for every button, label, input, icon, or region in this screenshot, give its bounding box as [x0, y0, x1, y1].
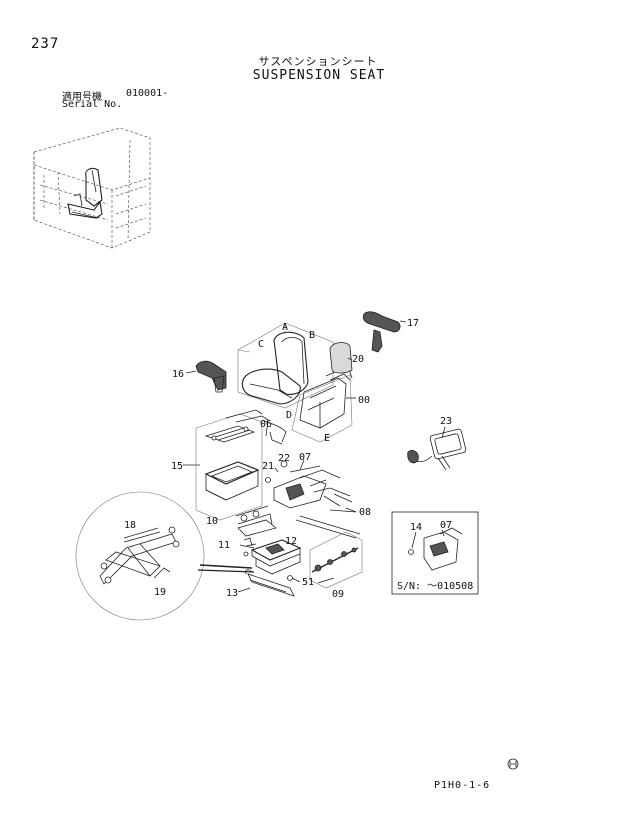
callout-21: 21 [262, 461, 274, 472]
callout-13: 13 [226, 588, 238, 599]
callout-d: D [286, 410, 292, 421]
page-number: 237 [31, 36, 60, 52]
callout-06: 06 [260, 419, 272, 430]
callout-07-inset: 07 [440, 520, 452, 531]
callout-16: 16 [172, 369, 184, 380]
circled-h-mark-icon [507, 758, 519, 770]
suspension-cover [204, 461, 260, 501]
small-parts [235, 460, 361, 557]
callout-09: 09 [332, 589, 344, 600]
callout-17: 17 [407, 318, 419, 329]
callout-00: 00 [358, 395, 370, 406]
callout-08: 08 [359, 507, 371, 518]
callout-23: 23 [440, 416, 452, 427]
leader-lines [183, 320, 446, 593]
control-lever [407, 428, 467, 471]
serial-label-japanese: 適用号機 [62, 92, 102, 103]
callout-14: 14 [410, 522, 422, 533]
seat-frame [299, 365, 353, 429]
callout-b: B [309, 330, 315, 341]
armrest-left [195, 360, 227, 393]
callout-12: 12 [285, 536, 297, 547]
callout-labels: 17 20 00 16 A B C D E 23 06 15 21 22 07 … [124, 318, 473, 600]
callout-10: 10 [206, 516, 218, 527]
serial-label: Serial No. [62, 99, 123, 110]
page-title: SUSPENSION SEAT [252, 68, 386, 83]
callout-51: 51 [302, 577, 314, 588]
lever-handle [245, 569, 295, 597]
seat-slide-rails [204, 409, 287, 443]
callout-18: 18 [124, 520, 136, 531]
cab-location-thumbnail [33, 127, 151, 249]
page-title-japanese: サスペンションシート [258, 55, 378, 68]
detail-magnifier [75, 491, 255, 621]
headrest [329, 342, 353, 374]
callout-19: 19 [154, 587, 166, 598]
callout-22: 22 [278, 453, 290, 464]
callout-e: E [324, 433, 330, 444]
armrest-right [362, 311, 401, 353]
base-plate [273, 469, 341, 509]
callout-c: C [258, 339, 264, 350]
serial-range: 010001- [126, 88, 169, 99]
callout-a: A [282, 322, 288, 333]
mounting-base [250, 539, 302, 575]
shaft-assembly-box [309, 531, 363, 589]
seat-cushion-backrest [241, 331, 309, 405]
serial-inset-box [391, 511, 479, 595]
callout-15: 15 [171, 461, 183, 472]
callout-11: 11 [218, 540, 230, 551]
footer-page-code: P1H0-1-6 [434, 780, 491, 791]
callout-20: 20 [352, 354, 364, 365]
callout-07: 07 [299, 452, 311, 463]
serial-inset-note: S/N: ～010508 [397, 581, 473, 592]
